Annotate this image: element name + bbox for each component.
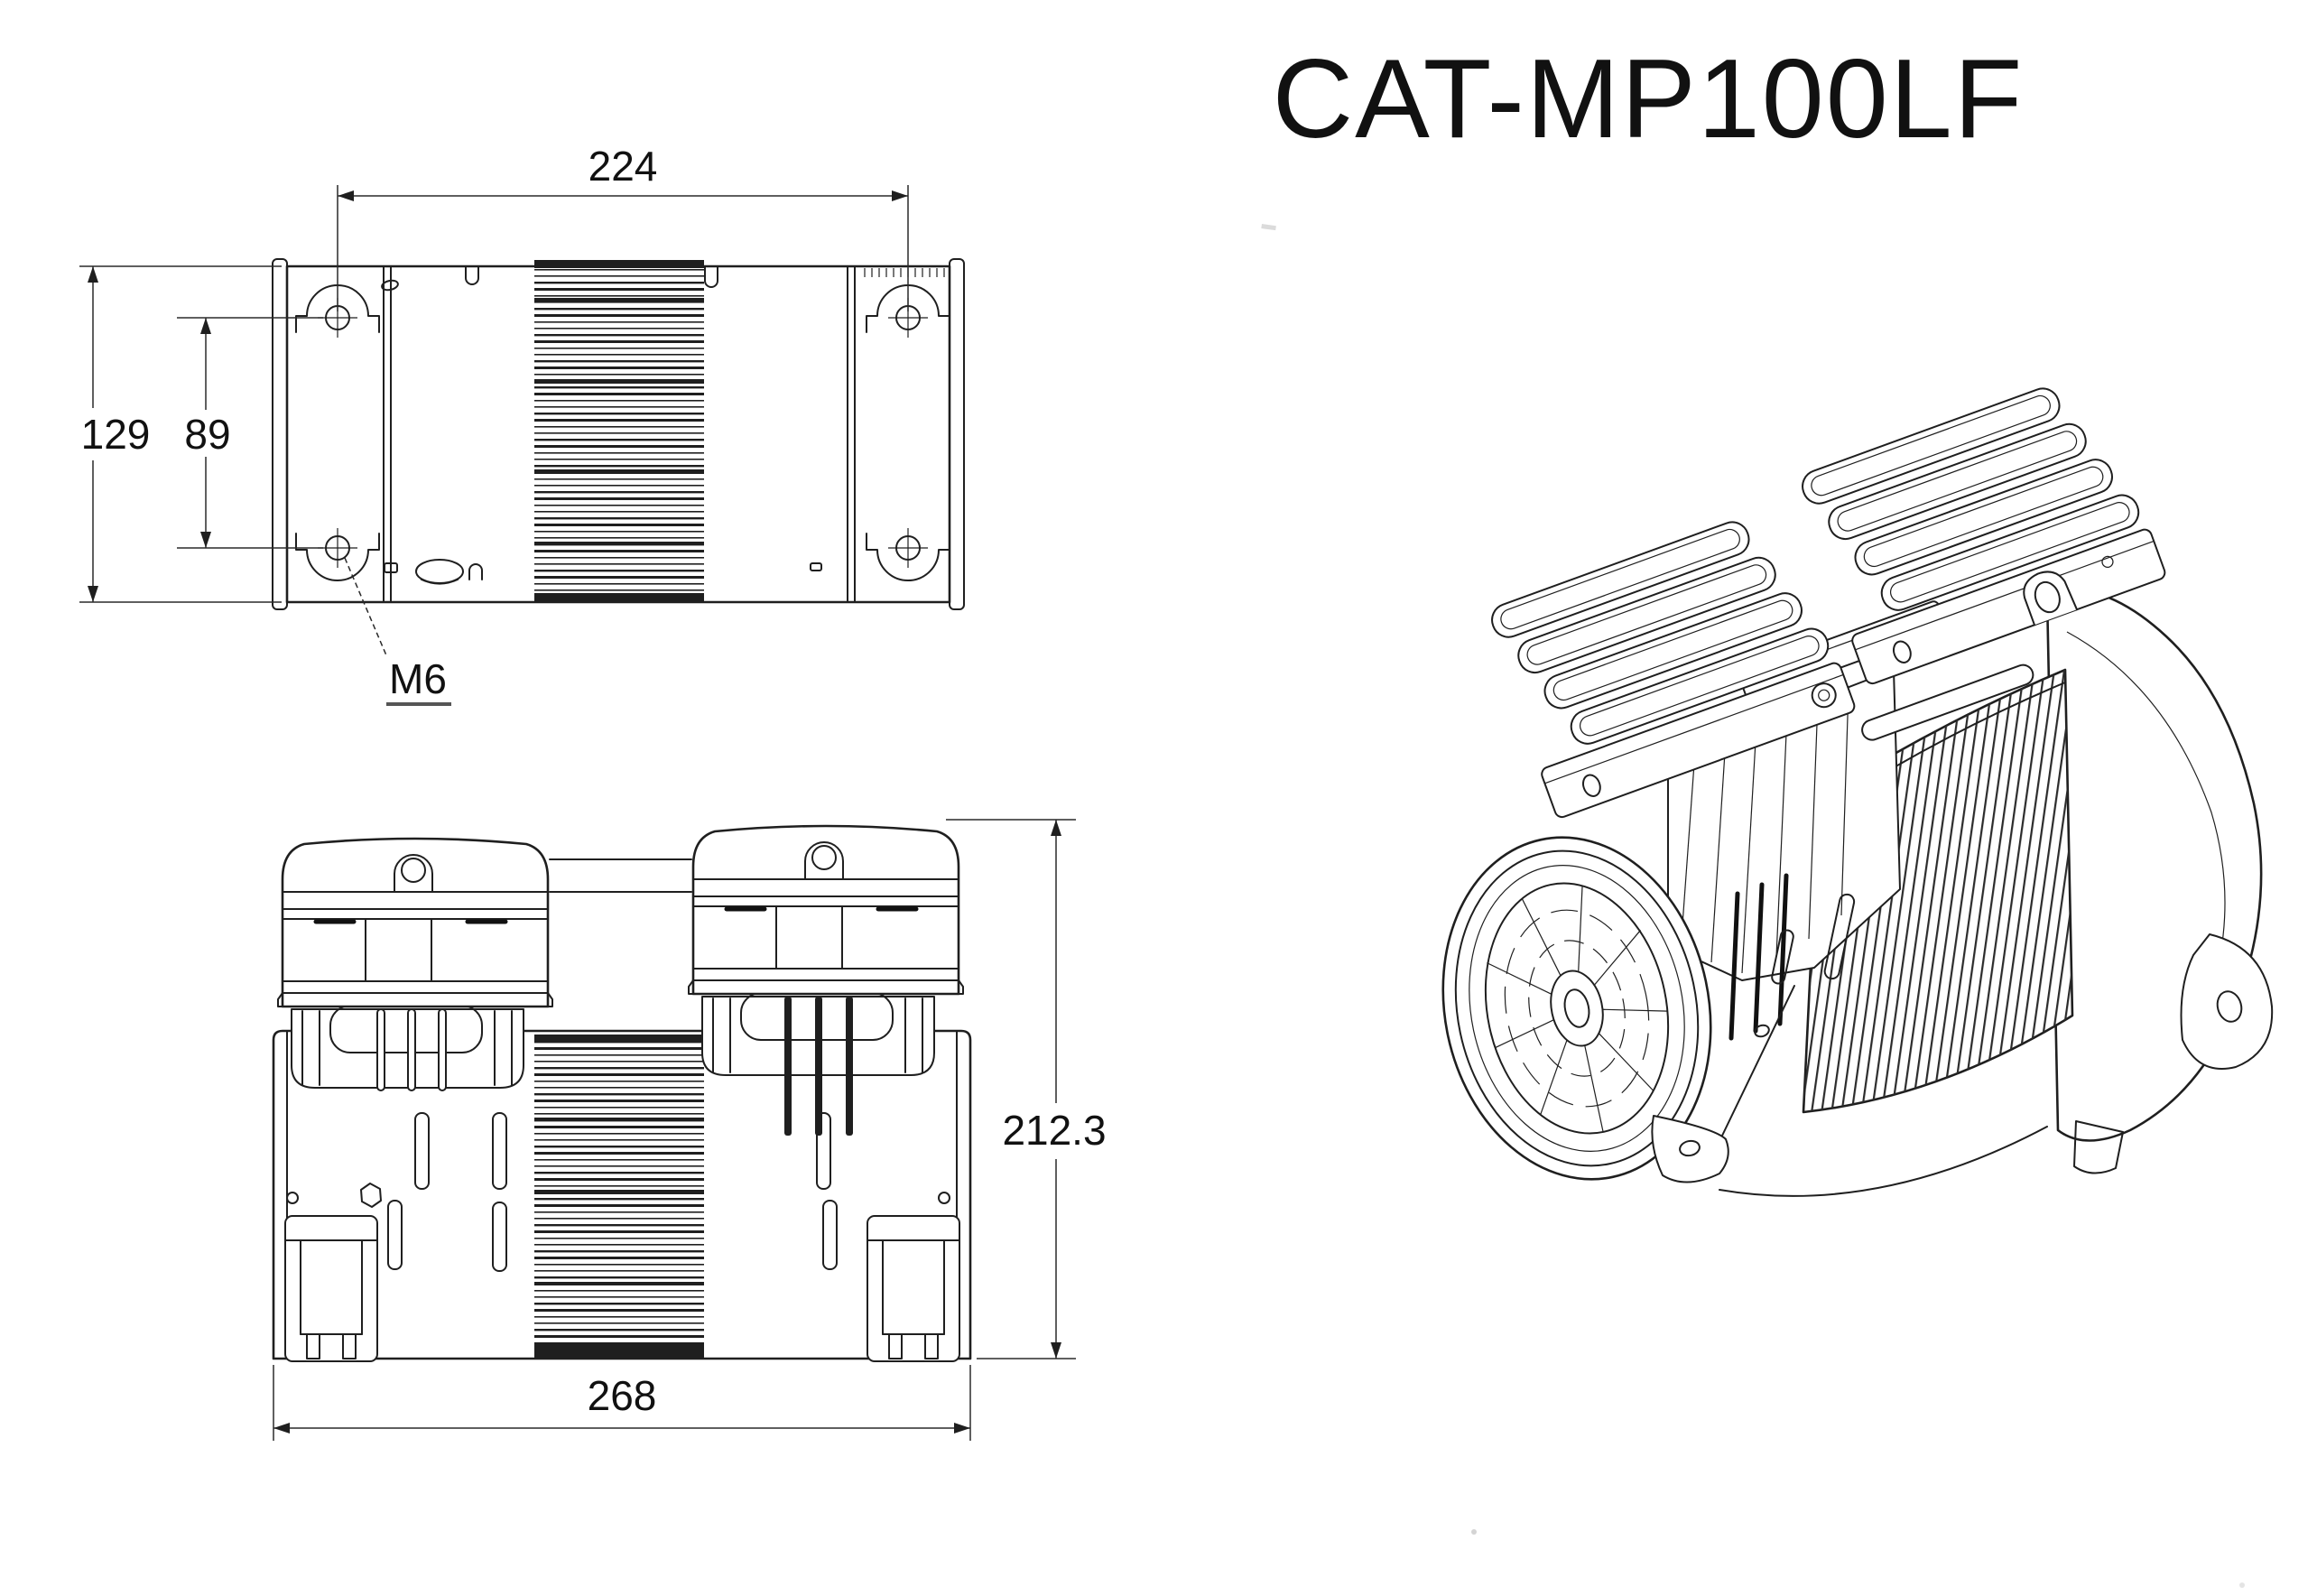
cylinder-head-left — [278, 839, 552, 1091]
dimension-89: 89 — [177, 317, 323, 549]
dim-label-129: 129 — [81, 411, 151, 458]
front-foot — [1651, 1115, 1729, 1183]
fan-spokes — [1487, 886, 1668, 1133]
front-view: 212.3 268 — [272, 819, 1107, 1441]
dim-label-268: 268 — [588, 1372, 657, 1419]
foot-left — [284, 1215, 378, 1362]
drawing-title: CAT-MP100LF — [1273, 37, 2025, 162]
iso-head-right — [1792, 368, 2168, 687]
dim-label-212-3: 212.3 — [1002, 1107, 1106, 1154]
cylinder-head-right — [689, 826, 963, 1136]
tie-rod — [1861, 663, 2034, 741]
fin-block-front-view — [534, 1035, 704, 1359]
scan-artifact — [2239, 1582, 2245, 1588]
mounting-ear — [2180, 933, 2274, 1070]
dimension-268: 268 — [273, 1365, 971, 1441]
motor-side — [1719, 893, 2048, 1197]
top-view: 224 129 89 M6 — [79, 143, 965, 706]
fin-block-top-view — [534, 260, 704, 603]
dim-label-89: 89 — [184, 411, 230, 458]
mount-hole-bottom-right — [866, 527, 950, 581]
mount-hole-bottom-left — [295, 527, 380, 581]
callout-m6: M6 — [344, 557, 451, 706]
fan-shroud — [1441, 836, 1712, 1181]
bracket-hatch — [864, 268, 945, 277]
dim-label-224: 224 — [589, 143, 658, 190]
rear-foot — [2073, 1120, 2124, 1174]
isometric-view — [1441, 368, 2274, 1197]
dimension-129: 129 — [79, 265, 282, 603]
dimension-212-3: 212.3 — [946, 819, 1107, 1359]
dim-label-m6: M6 — [389, 655, 447, 702]
iso-head-left — [1481, 502, 1858, 821]
scan-artifact — [1261, 224, 1276, 231]
scan-artifact — [1471, 1529, 1477, 1535]
dimension-224: 224 — [337, 143, 909, 311]
foot-right — [867, 1215, 960, 1362]
fan-hub — [1550, 970, 1604, 1047]
